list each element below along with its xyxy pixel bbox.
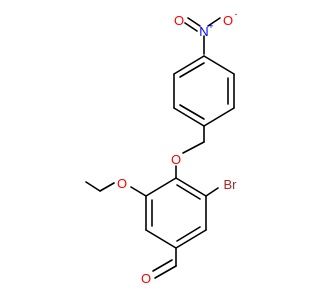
bond-o-n-left: [187, 17, 201, 27]
nitro-oxygen-left-label: O: [174, 13, 184, 28]
bond-ring-a-1: [203, 55, 235, 75]
structure-canvas: O N + O - O O Br O: [85, 9, 238, 286]
ethoxy-oxygen-label: O: [117, 176, 127, 191]
bond-ring-ethoxy-o: [130, 186, 147, 197]
bond-ring-a-4: [173, 107, 205, 127]
nitro-nitrogen-charge: +: [208, 21, 213, 31]
bond-ring-b-1-inner: [176, 184, 201, 200]
bromine-label: Br: [224, 177, 238, 192]
bond-ring-b-3-inner: [176, 226, 201, 242]
bond-ch2-o: [182, 141, 205, 154]
bond-ch2-ch3: [85, 181, 101, 192]
molecule-structure: O N + O - O O Br O: [85, 9, 238, 286]
bond-ring-a-3: [203, 107, 235, 127]
nitro-nitrogen-label: N: [199, 24, 208, 39]
bond-c-o-aldehyde: [154, 265, 177, 279]
bond-o-n-left-double: [184, 22, 198, 32]
bond-layer: [85, 17, 235, 279]
atom-label-layer: O N + O - O O Br O: [117, 9, 238, 286]
bond-n-o-right: [207, 17, 221, 27]
ether-oxygen-label: O: [171, 152, 181, 167]
bond-ring-b-3: [175, 229, 207, 249]
bond-ring-b-1: [175, 177, 207, 197]
bond-ring-a-6: [173, 55, 205, 75]
bond-ring-b-6: [145, 177, 177, 197]
nitro-oxygen-right-charge: -: [235, 9, 238, 19]
bond-ethoxy-o-ch2: [99, 182, 115, 192]
aldehyde-oxygen-label: O: [141, 271, 151, 286]
nitro-oxygen-right-label: O: [223, 13, 233, 28]
bond-ring-a-6-inner: [179, 62, 205, 78]
bond-ring-b-4: [145, 229, 177, 249]
bond-c-o-aldehyde-double: [152, 259, 173, 272]
bond-ring-a-4-inner: [179, 104, 205, 120]
bond-ring-br: [205, 187, 219, 197]
